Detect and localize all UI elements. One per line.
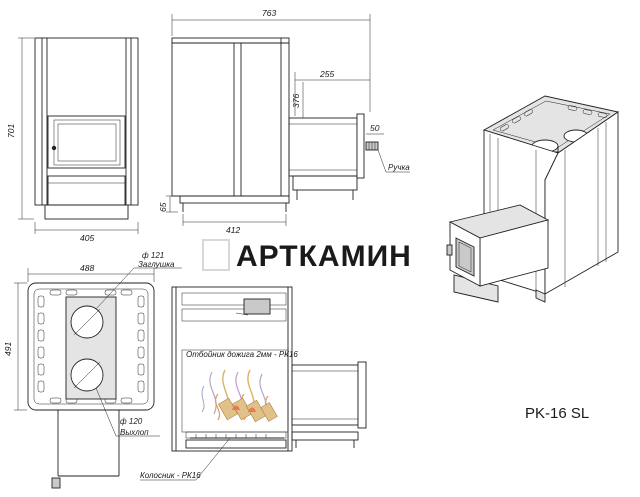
dim-height: 701 <box>6 124 16 138</box>
dim-plug-diameter: ф 121 <box>142 251 164 260</box>
iso-handle-icon <box>446 244 453 256</box>
top-handle-icon <box>51 477 61 489</box>
label-deflector: Отбойник дожига 2мм - РК16 <box>186 350 298 359</box>
door-knob-icon <box>51 145 57 151</box>
dim-top-width: 488 <box>80 263 94 273</box>
label-exhaust: Выхлоп <box>120 428 149 437</box>
side-view: 763 255 376 50 Ручка 65 412 <box>158 8 410 235</box>
label-grate: Колосник - РК16 <box>140 471 201 480</box>
label-handle: Ручка <box>388 163 410 172</box>
dim-overall-width: 763 <box>262 8 276 18</box>
dim-leg-height: 65 <box>158 202 168 212</box>
front-view: 701 405 <box>6 37 139 243</box>
dim-tunnel-offset: 376 <box>291 94 301 108</box>
section-view: Отбойник дожига 2мм - РК16 Колосник - РК… <box>140 286 367 481</box>
label-plug: Заглушка <box>138 260 175 269</box>
watermark-text: АРТКАМИН <box>236 240 412 273</box>
dim-exhaust-diameter: ф 120 <box>120 417 143 426</box>
dim-side-depth: 412 <box>226 225 240 235</box>
watermark: АРТКАМИН <box>202 239 412 273</box>
dim-front-width: 405 <box>80 233 94 243</box>
dim-tunnel-length: 255 <box>319 69 334 79</box>
dim-top-depth: 491 <box>3 342 13 356</box>
dim-handle: 50 <box>370 123 380 133</box>
fire-flames <box>201 369 278 423</box>
model-label: PK-16 SL <box>525 405 589 422</box>
isometric-view <box>446 95 620 303</box>
top-view: 488 491 ф 121 Заглушка ф 120 Выхлоп <box>3 251 182 489</box>
